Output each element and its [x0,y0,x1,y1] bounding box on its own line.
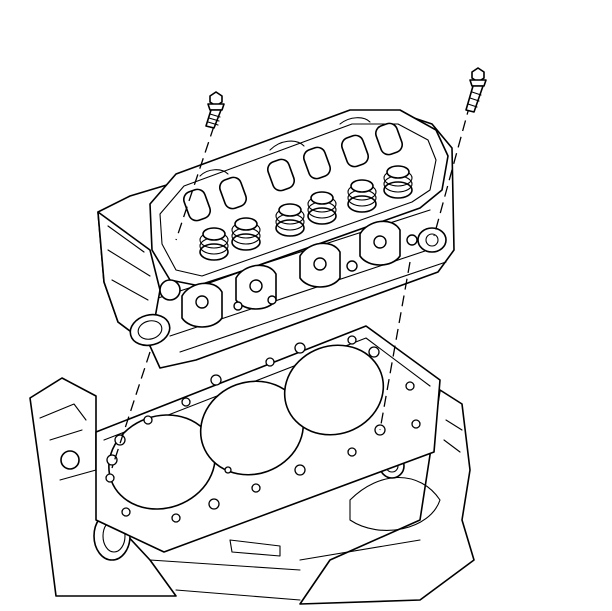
valve-springs [199,165,413,261]
head-bolt-right [465,67,487,113]
head-bolt-left [205,91,225,129]
cylinder-head [97,109,455,369]
head-gasket [95,325,441,553]
alignment-lines [111,103,471,469]
